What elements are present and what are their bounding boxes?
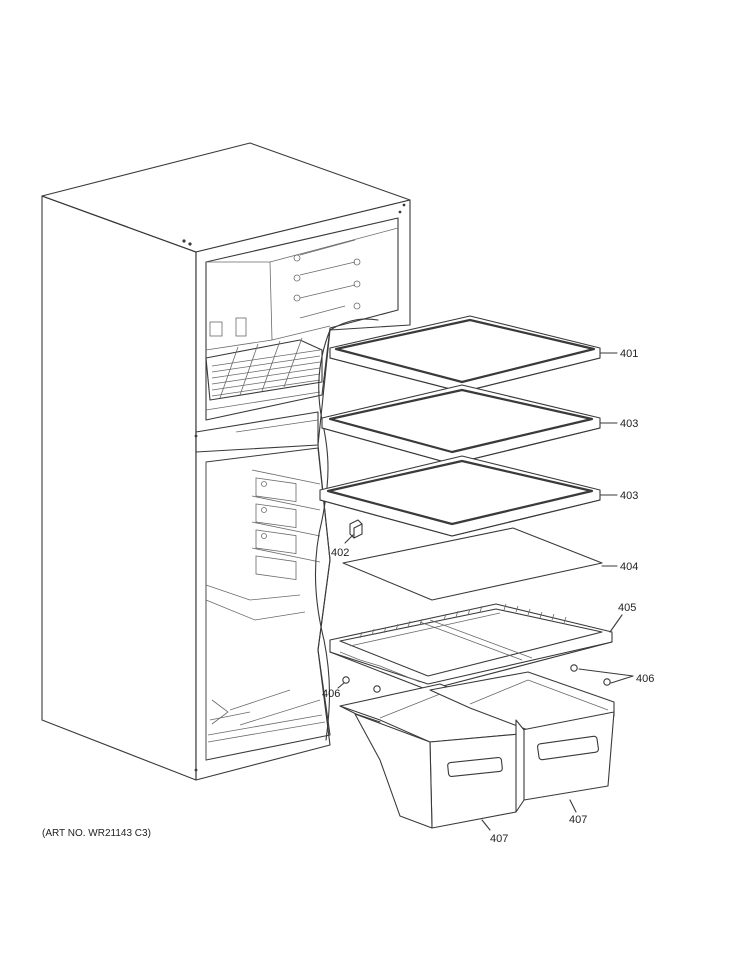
- callout-403-mid: 403: [620, 418, 638, 430]
- callout-407-left: 407: [490, 833, 508, 845]
- drawer-407-right: [429, 671, 615, 813]
- fresh-food-floor: [207, 689, 326, 743]
- support-406-right: [570, 664, 611, 686]
- crisper-cover-405: [329, 603, 613, 691]
- freezer-wire-shelf: [205, 337, 323, 401]
- glass-panel-404: [342, 527, 603, 601]
- freezer-interior: [205, 217, 399, 421]
- leader-lines: [337, 352, 634, 831]
- shelf-403-mid: [321, 384, 601, 465]
- callout-404: 404: [620, 561, 638, 573]
- callout-401: 401: [620, 348, 638, 360]
- clip-402: [344, 519, 363, 544]
- shelf-403-low: [319, 455, 601, 537]
- art-number-caption: (ART NO. WR21143 C3): [42, 828, 151, 839]
- fresh-food-rails: [251, 469, 321, 581]
- callout-406-right: 406: [636, 673, 654, 685]
- cutaway-edge: [314, 329, 331, 741]
- refrigerator-cabinet: [41, 142, 411, 781]
- callout-406-left: 406: [322, 688, 340, 700]
- callout-407-right: 407: [569, 814, 587, 826]
- shelf-401: [329, 315, 601, 393]
- support-406-left: [342, 676, 381, 693]
- cabinet-side-panel: [41, 195, 197, 781]
- callout-403-low: 403: [620, 490, 638, 502]
- callout-405: 405: [618, 602, 636, 614]
- cutaway-edge-top: [329, 318, 379, 331]
- callout-402: 402: [331, 547, 349, 559]
